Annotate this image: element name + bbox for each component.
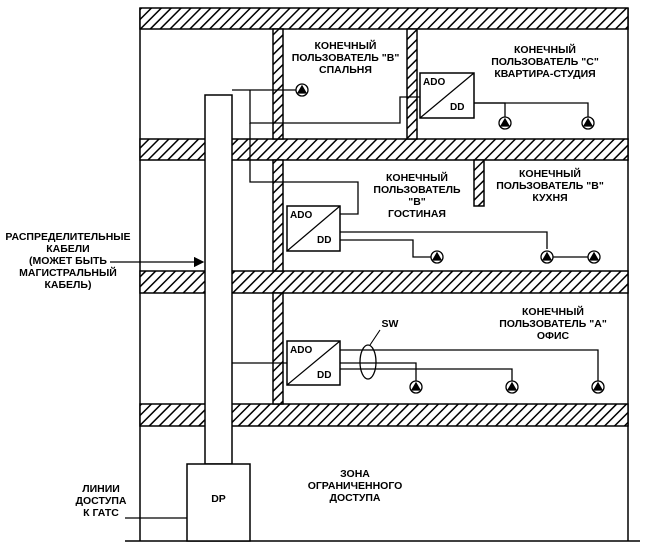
label-user-a-office: КОНЕЧНЫЙ ПОЛЬЗОВАТЕЛЬ "А" ОФИС <box>499 306 607 342</box>
outlet-office-2 <box>505 380 519 394</box>
outlet-kitchen-1 <box>540 250 554 264</box>
wall-office-left <box>272 292 284 405</box>
outlet-kitchen-2 <box>587 250 601 264</box>
outlet-office-1 <box>409 380 423 394</box>
ado-dd-unit-top <box>419 72 475 119</box>
ado-label-top: ADO <box>423 77 446 88</box>
cable-dd-bottom-3 <box>340 349 599 381</box>
outlet-living <box>430 250 444 264</box>
label-distribution-cables: РАСПРЕДЕЛИТЕЛЬНЫЕ КАБЕЛИ (МОЖЕТ БЫТЬ МАГ… <box>5 231 131 291</box>
cable-riser-to-ado-top <box>249 90 420 124</box>
wall-living-left <box>272 159 284 272</box>
label-user-b-living: КОНЕЧНЫЙ ПОЛЬЗОВАТЕЛЬ "В" ГОСТИНАЯ <box>373 172 461 220</box>
floor-slab-3 <box>139 138 629 161</box>
floor-slab-1 <box>139 403 629 427</box>
ado-dd-unit-bottom <box>286 340 341 386</box>
label-dp: DP <box>211 493 226 505</box>
outlet-office-3 <box>591 380 605 394</box>
ado-label-middle: ADO <box>290 210 313 221</box>
label-user-c-studio: КОНЕЧНЫЙ ПОЛЬЗОВАТЕЛЬ "С" КВАРТИРА-СТУДИ… <box>491 44 599 80</box>
wall-bedroom-left <box>272 28 284 140</box>
outlet-bedroom <box>295 83 309 97</box>
cable-dd-bottom-2 <box>340 368 513 381</box>
cable-dd-top-far <box>474 102 589 118</box>
riser-shaft <box>204 94 233 465</box>
dd-label-top: DD <box>450 102 465 113</box>
roof-slab <box>139 7 629 30</box>
cable-dd-middle-long <box>340 231 548 249</box>
label-access-lines: ЛИНИИ ДОСТУПА К ГАТС <box>75 483 127 519</box>
floor-slab-2 <box>139 270 629 294</box>
sw-pointer <box>369 329 381 346</box>
dp-box <box>186 463 251 542</box>
outlet-studio-2 <box>581 116 595 130</box>
label-user-b-bedroom: КОНЕЧНЫЙ ПОЛЬЗОВАТЕЛЬ "В" СПАЛЬНЯ <box>291 40 400 76</box>
wall-bedroom-right <box>406 28 418 140</box>
cable-dd-top-outlets <box>474 102 506 118</box>
label-user-b-kitchen: КОНЕЧНЫЙ ПОЛЬЗОВАТЕЛЬ "В" КУХНЯ <box>496 168 604 204</box>
label-sw: SW <box>381 318 399 330</box>
ado-label-bottom: ADO <box>290 345 313 356</box>
cable-dd-bottom-1 <box>340 362 417 381</box>
wall-kitchen <box>473 159 485 207</box>
cable-dd-middle-to-outlets <box>340 239 433 258</box>
partition-walls <box>272 28 485 405</box>
label-restricted-zone: ЗОНА ОГРАНИЧЕННОГО ДОСТУПА <box>307 468 403 504</box>
dd-label-bottom: DD <box>317 370 332 381</box>
cable-riser-to-ado-middle <box>249 123 359 215</box>
sw-switch-marker <box>359 344 377 380</box>
outlet-studio-1 <box>498 116 512 130</box>
outlets <box>295 83 605 394</box>
ado-dd-unit-middle <box>286 205 341 252</box>
cable-runs <box>232 89 599 381</box>
dd-label-middle: DD <box>317 235 332 246</box>
floor-slabs <box>139 7 629 427</box>
